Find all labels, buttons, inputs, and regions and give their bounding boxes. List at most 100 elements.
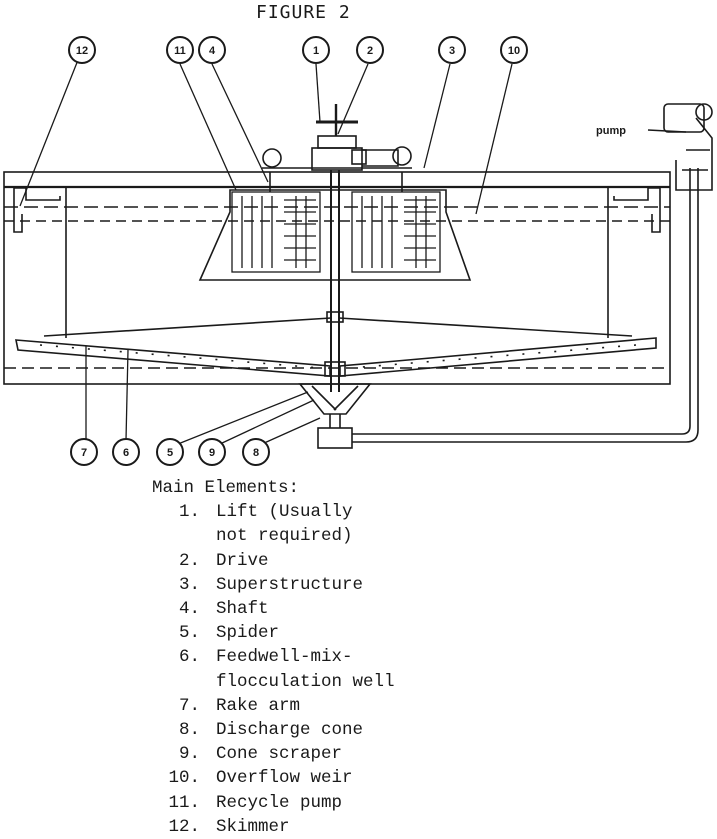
figure-title: FIGURE 2	[256, 2, 351, 23]
discharge-tee	[317, 427, 353, 449]
leader-11	[179, 63, 237, 191]
legend-item: flocculation well	[152, 670, 395, 694]
callout-circle-12	[68, 36, 96, 64]
shaft-collar	[326, 311, 344, 323]
legend-item-text: Superstructure	[216, 574, 364, 595]
callout-2: 2	[367, 45, 373, 57]
legend-item: 1. Lift (Usually	[152, 500, 395, 524]
legend-item-number: 11.	[168, 792, 200, 813]
skimmer-right	[613, 187, 661, 233]
legend-item-number: 1.	[178, 502, 200, 523]
legend-item-text: Drive	[216, 550, 269, 571]
paddle-right	[351, 191, 441, 273]
legend-item-text: Recycle pump	[216, 792, 343, 813]
callout-circle-4	[198, 36, 226, 64]
legend-item: 11. Recycle pump	[152, 791, 395, 815]
callout-12: 12	[76, 45, 88, 57]
callout-8: 8	[253, 447, 259, 459]
leader-5	[177, 391, 309, 445]
feedwell	[198, 189, 472, 281]
legend-item-text: Shaft	[216, 599, 269, 620]
legend-item-text: Overflow weir	[216, 768, 353, 789]
legend-item-text: Lift (Usually	[216, 502, 353, 523]
leader-6	[125, 349, 129, 441]
truss-left	[43, 317, 332, 337]
legend-item: not required)	[152, 524, 395, 548]
callout-circle-10	[500, 36, 528, 64]
legend-item: 9.Cone scraper	[152, 742, 395, 766]
legend-item: 12. Skimmer	[152, 815, 395, 839]
recycle-pipe-2	[352, 168, 699, 443]
drive-top	[317, 135, 357, 149]
rake-arm-left-ticks	[39, 344, 321, 369]
callout-5: 5	[167, 447, 173, 459]
legend-item-number: 2.	[178, 550, 200, 571]
cone-scraper-2	[333, 385, 359, 411]
callout-7: 7	[81, 447, 87, 459]
skimmer-left	[13, 187, 61, 233]
legend-item-number: 5.	[178, 623, 200, 644]
legend-item: 7. Rake arm	[152, 694, 395, 718]
recycle-pipe	[352, 168, 691, 435]
leader-1	[315, 63, 321, 123]
legend-item-text: Rake arm	[216, 695, 301, 716]
legend-item-number: 10.	[168, 768, 200, 789]
callout-circle-8	[242, 438, 270, 466]
callout-10: 10	[508, 45, 520, 57]
paddle-left	[231, 191, 321, 273]
leader-3	[423, 63, 451, 169]
legend-item: 10. Overflow weir	[152, 766, 395, 790]
legend-item: 4. Shaft	[152, 597, 395, 621]
callout-circle-11	[166, 36, 194, 64]
discharge-pipe	[329, 414, 341, 428]
callout-9: 9	[209, 447, 215, 459]
drive-motor	[362, 149, 399, 167]
legend-item-text: Skimmer	[216, 816, 290, 837]
legend-item-number: 7.	[178, 695, 200, 716]
callout-11: 11	[174, 45, 186, 57]
cone-scraper	[311, 385, 337, 411]
drive-roller-left	[262, 148, 282, 168]
legend-item: 2. Drive	[152, 549, 395, 573]
pump-leader	[647, 129, 687, 133]
discharge-cone	[298, 383, 372, 415]
leader-4	[211, 63, 269, 183]
legend-item-number: 4.	[178, 599, 200, 620]
callout-circle-2	[356, 36, 384, 64]
truss-right	[338, 317, 633, 337]
leader-12	[19, 59, 79, 207]
callout-3: 3	[449, 45, 455, 57]
legend: Main Elements: 1. Lift (Usually not requir…	[152, 476, 395, 839]
shaft-collar-low	[324, 361, 346, 377]
callout-circle-9	[198, 438, 226, 466]
legend-item-text: Discharge cone	[216, 720, 364, 741]
legend-item: 8. Discharge cone	[152, 718, 395, 742]
legend-item-number: 3.	[178, 574, 200, 595]
rake-arm-right-ticks	[349, 344, 637, 369]
pump-motor	[695, 103, 713, 121]
callout-circle-6	[112, 438, 140, 466]
legend-item-text: Feedwell-mix-	[216, 647, 353, 668]
legend-item-number	[152, 670, 200, 694]
callout-circle-5	[156, 438, 184, 466]
legend-title: Main Elements:	[152, 478, 300, 498]
drive-roller-right	[392, 146, 412, 166]
rake-arm-left	[15, 339, 331, 377]
drive-unit	[311, 147, 363, 171]
legend-item: 6. Feedwell-mix-	[152, 645, 395, 669]
legend-item-number: 8.	[178, 720, 200, 741]
callout-circle-3	[438, 36, 466, 64]
clarifier-diagram: pump 12 11 4 1 2 3 10 7	[3, 36, 713, 466]
pump-label: pump	[596, 125, 626, 137]
leader-2	[337, 63, 369, 135]
legend-item: 3. Superstructure	[152, 573, 395, 597]
rake-arm-right	[339, 337, 657, 377]
legend-item-number: 12.	[168, 816, 200, 837]
legend-item-text: Spider	[216, 623, 280, 644]
legend-item-number: 6.	[178, 647, 200, 668]
leader-9	[219, 399, 315, 445]
legend-item-text: not required)	[216, 526, 353, 547]
callout-6: 6	[123, 447, 129, 459]
legend-item-number	[152, 524, 200, 548]
callout-circle-1	[302, 36, 330, 64]
